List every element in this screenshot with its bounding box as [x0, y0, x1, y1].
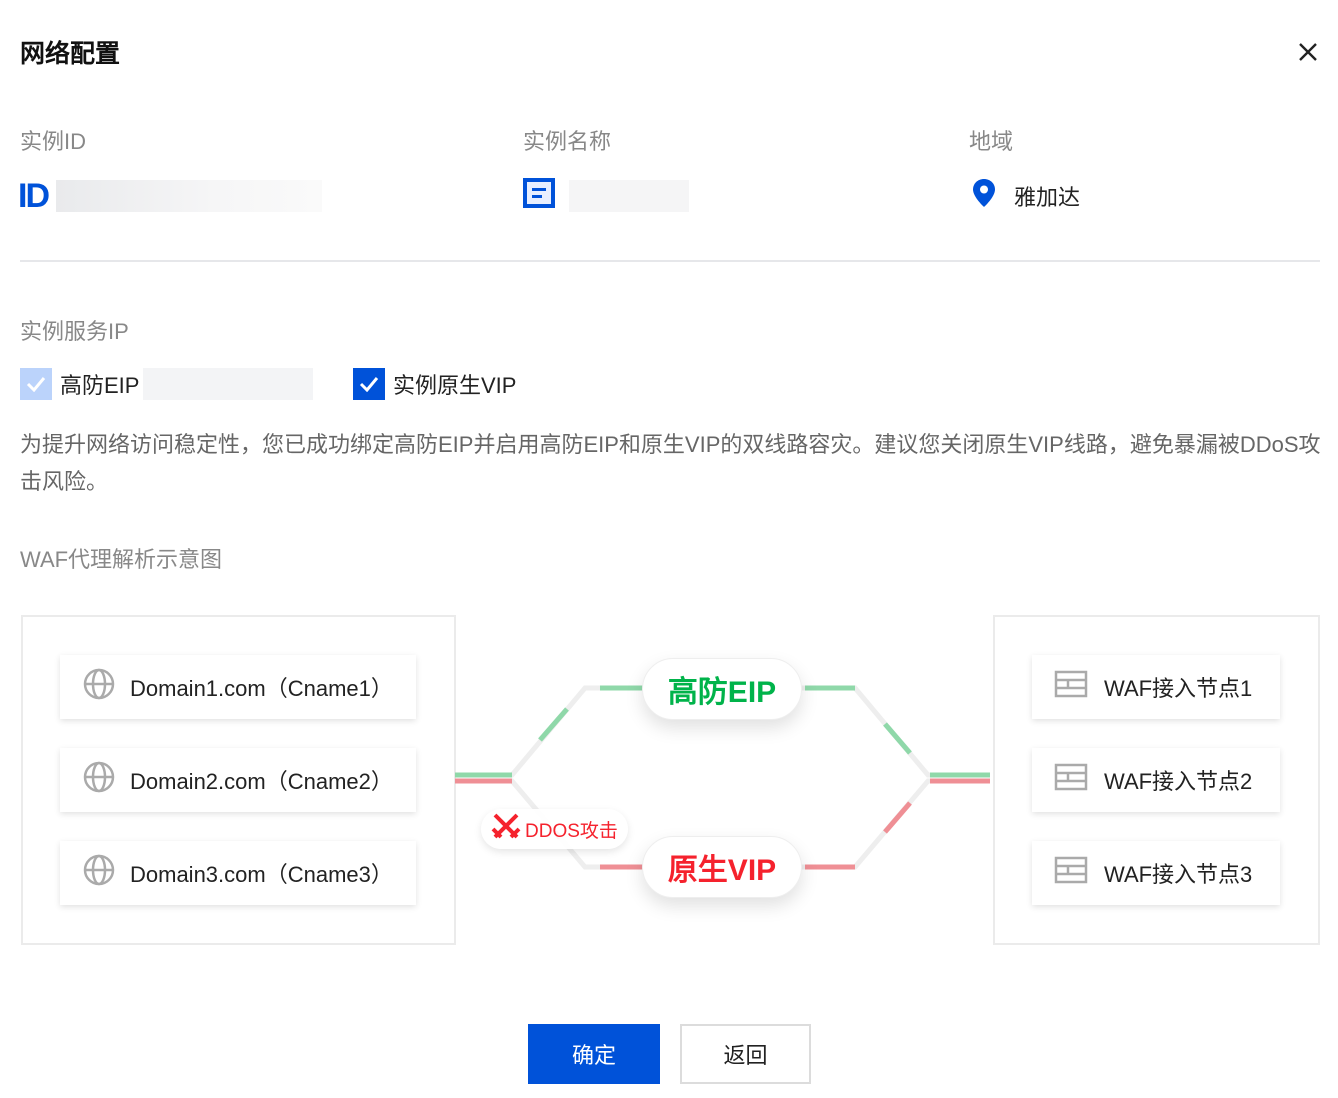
swords-icon	[491, 812, 521, 846]
eip-pill: 高防EIP	[642, 658, 802, 720]
domain-name: Domain1.com（Cname1）	[130, 676, 393, 701]
waf-node-name: WAF接入节点3	[1104, 862, 1253, 887]
eip-checkbox-label: 高防EIP	[60, 373, 140, 398]
divider	[20, 260, 1320, 262]
instance-name-label: 实例名称	[523, 129, 612, 154]
waf-node-card: WAF接入节点3	[1032, 841, 1280, 905]
domain-card: Domain3.com（Cname3）	[60, 841, 416, 905]
eip-checkbox[interactable]: 高防EIP	[20, 367, 314, 401]
close-icon[interactable]	[1294, 38, 1322, 66]
server-icon	[1054, 670, 1088, 704]
domain-name: Domain3.com（Cname3）	[130, 862, 393, 887]
service-ip-label: 实例服务IP	[20, 319, 129, 344]
globe-icon	[82, 853, 116, 893]
region-label: 地域	[969, 129, 1014, 154]
vip-checkbox[interactable]: 实例原生VIP	[353, 367, 516, 401]
waf-node-box	[993, 615, 1320, 945]
confirm-button[interactable]: 确定	[528, 1024, 660, 1084]
ddos-attack-badge: DDOS攻击	[481, 809, 628, 849]
region-value: 雅加达	[1014, 185, 1081, 210]
back-button[interactable]: 返回	[680, 1024, 811, 1084]
globe-icon	[82, 667, 116, 707]
instance-name-value	[569, 180, 689, 212]
checkbox-check-icon	[353, 368, 385, 400]
id-icon: ID	[18, 176, 50, 215]
domain-name: Domain2.com（Cname2）	[130, 769, 393, 794]
domain-card: Domain1.com（Cname1）	[60, 655, 416, 719]
instance-id-label: 实例ID	[20, 129, 87, 154]
diagram-title: WAF代理解析示意图	[20, 547, 223, 572]
waf-node-card: WAF接入节点2	[1032, 748, 1280, 812]
checkbox-check-icon	[20, 368, 52, 400]
waf-node-card: WAF接入节点1	[1032, 655, 1280, 719]
waf-node-name: WAF接入节点2	[1104, 769, 1253, 794]
location-pin-icon	[972, 178, 996, 214]
eip-value	[143, 368, 314, 400]
server-icon	[1054, 856, 1088, 890]
server-icon	[1054, 763, 1088, 797]
domain-card: Domain2.com（Cname2）	[60, 748, 416, 812]
notice-text: 为提升网络访问稳定性，您已成功绑定高防EIP并启用高防EIP和原生VIP的双线路…	[20, 432, 1321, 494]
vip-pill: 原生VIP	[642, 836, 802, 898]
instance-id-value	[56, 180, 322, 212]
globe-icon	[82, 760, 116, 800]
instance-name-icon	[523, 178, 555, 214]
ddos-attack-label: DDOS攻击	[525, 820, 618, 842]
dialog-title: 网络配置	[20, 40, 121, 68]
waf-node-name: WAF接入节点1	[1104, 676, 1253, 701]
vip-checkbox-label: 实例原生VIP	[393, 373, 517, 398]
